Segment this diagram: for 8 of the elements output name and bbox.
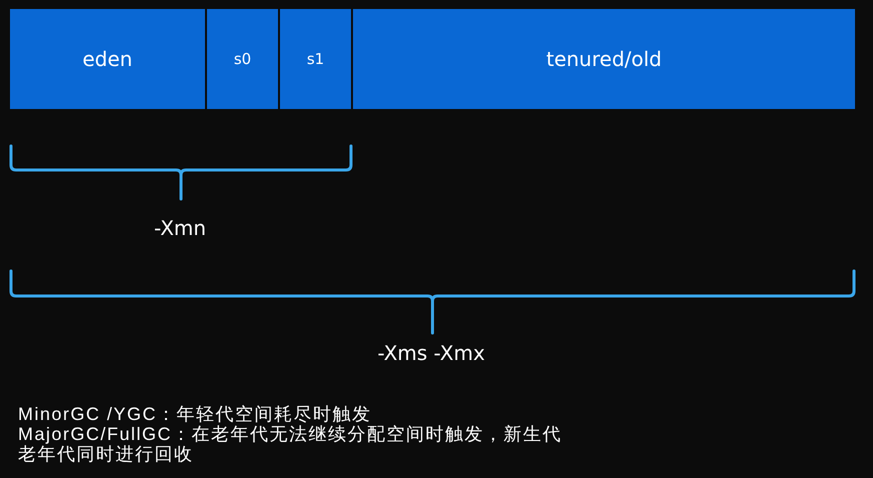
heap-region-box: eden xyxy=(10,9,205,109)
note-text: MajorGC/FullGC：在老年代无法继续分配空间时触发，新生代老年代同时进行回收 xyxy=(18,424,564,464)
heap-region-box: tenured/old xyxy=(353,9,855,109)
heap-region-box: s0 xyxy=(207,9,278,109)
dimension-label: -Xms -Xmx xyxy=(378,341,485,365)
dimension-label: -Xmn xyxy=(154,216,206,240)
heap-region-box: s1 xyxy=(280,9,351,109)
note-text: MinorGC /YGC：年轻代空间耗尽时触发 xyxy=(18,404,373,424)
